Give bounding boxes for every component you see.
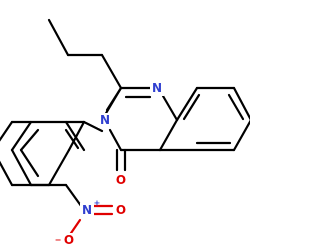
chemical-structure-diagram: N N O N + O O −	[0, 18, 250, 248]
bond-c6-c5	[232, 119, 250, 152]
atom-labels: N N O N + O O −	[55, 81, 164, 248]
atom-n-nitro-charge: +	[94, 199, 101, 208]
label-bg-o-nitro-double	[114, 203, 128, 218]
benzo-ring	[158, 86, 250, 152]
bond-aryl-right	[64, 120, 86, 152]
atom-n3-label: N	[100, 113, 110, 127]
atom-o-carbonyl-label: O	[116, 173, 126, 187]
bond-aryl-inner-1	[19, 128, 40, 152]
bond-aryl-left-a	[10, 120, 33, 152]
atom-n-nitro-label: N	[82, 203, 92, 217]
atom-n1-label: N	[152, 81, 162, 95]
bond-c7-c6	[232, 86, 250, 121]
bond-aryl-inner-3	[64, 128, 80, 150]
bond-c4-n3	[108, 128, 123, 152]
label-bg-n-nitro	[80, 203, 94, 218]
label-bg-o-nitro-minus	[62, 233, 76, 248]
label-bg-n1	[150, 81, 164, 96]
label-bg-n3	[98, 113, 112, 128]
bond-c2p-c3p	[47, 148, 71, 187]
bond-c8a-c4a	[158, 118, 179, 152]
bond-n1-c8a	[161, 94, 179, 122]
bond-c4p-c5p	[0, 160, 14, 187]
bond-chain-1	[47, 18, 70, 57]
bond-c1p-c2p	[67, 120, 86, 152]
pyrimidinone-ring	[105, 86, 179, 172]
bond-c5p-c6p	[0, 120, 14, 142]
label-bg-o-carbonyl	[114, 173, 128, 188]
bond-aryl-inner-2	[19, 148, 40, 178]
bond-n3-c1p	[82, 120, 104, 133]
nitrophenyl-ring	[0, 120, 104, 187]
bond-n3-c2	[105, 86, 123, 112]
atom-o-nitro-minus-label: O	[64, 233, 74, 247]
bond-benzo-inner-2	[227, 93, 245, 121]
bond-c8a-c8	[175, 86, 199, 122]
bond-chain-3	[100, 53, 123, 90]
atom-o-nitro-double-label: O	[116, 203, 126, 217]
atom-o-nitro-minus-charge: −	[55, 236, 62, 245]
bond-benzo-inner-1	[182, 93, 201, 121]
bond-aryl-left-b	[10, 148, 33, 187]
